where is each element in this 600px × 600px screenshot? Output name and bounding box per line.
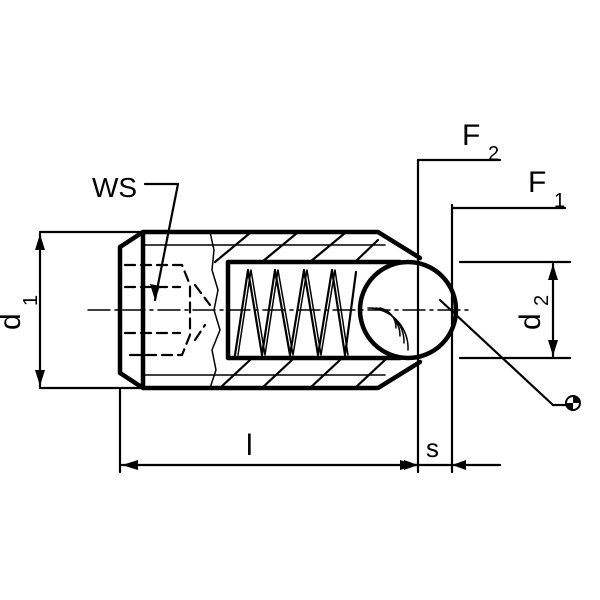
hex-socket-hidden (123, 263, 212, 357)
spring-inner (237, 269, 349, 356)
dimension-l: l (120, 429, 418, 470)
d1-subscript: 1 (20, 295, 42, 306)
ball (357, 259, 459, 361)
dimension-d1: d 1 (0, 232, 45, 388)
ws-label: WS (92, 172, 137, 203)
ws-leader-arrow (150, 284, 160, 300)
f1-subscript: 1 (554, 190, 565, 212)
spring (233, 268, 358, 357)
s-label: s (426, 433, 439, 463)
f1-label: F (528, 166, 546, 199)
dimension-s: s (398, 433, 502, 470)
threaded-body (38, 229, 423, 391)
l-label: l (246, 429, 253, 462)
d2-label: d (514, 313, 547, 330)
dimension-d2: d 2 (514, 262, 558, 358)
ball-shading (367, 307, 409, 351)
ws-leader (143, 182, 180, 302)
d1-label: d (0, 313, 27, 330)
d2-subscript: 2 (531, 295, 553, 306)
bore (225, 259, 403, 361)
f2-subscript: 2 (488, 143, 499, 165)
cog-leader (438, 298, 555, 407)
center-of-gravity-icon (565, 395, 581, 411)
f2-label: F (462, 119, 480, 152)
extension-lines (118, 158, 572, 474)
